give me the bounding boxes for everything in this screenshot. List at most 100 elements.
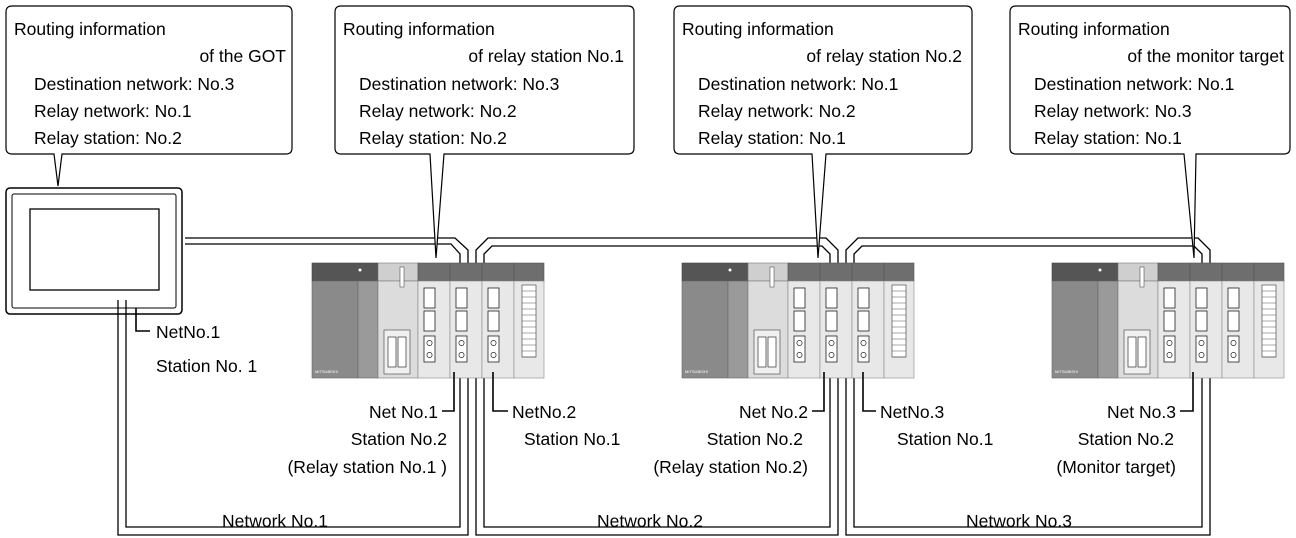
bubble-got-subtitle: of the GOT xyxy=(199,46,286,66)
port xyxy=(458,340,465,346)
plc-racks: MITSUBISHI MITSUBISHI MITSUBISHI xyxy=(311,262,1285,379)
cpu-top xyxy=(1117,262,1159,282)
port xyxy=(1230,340,1237,346)
port xyxy=(828,352,835,358)
plc2-labels: Net No.2 Station No.2 (Relay station No.… xyxy=(653,402,993,477)
bubble-got-line-3: Relay station: No.2 xyxy=(34,128,182,148)
network-loop-2 xyxy=(475,237,839,536)
bubble-monitor-line-3: Relay station: No.1 xyxy=(1034,128,1182,148)
connector xyxy=(793,287,806,309)
network-loop-1 xyxy=(117,237,469,536)
connector xyxy=(857,310,870,332)
plc1-right-station: Station No.1 xyxy=(524,429,620,449)
got-station-label-text: Station No. 1 xyxy=(156,356,257,376)
plc1-right-net: NetNo.2 xyxy=(512,402,576,422)
connector xyxy=(1195,310,1208,332)
label-leaders xyxy=(135,308,1194,412)
port xyxy=(860,352,867,358)
bubble-monitor-line-1: Destination network: No.1 xyxy=(1034,74,1234,94)
connector xyxy=(857,287,870,309)
plc3-left-station: Station No.2 xyxy=(1078,429,1174,449)
module-top-cap xyxy=(851,262,885,282)
port xyxy=(1230,352,1237,358)
io-top xyxy=(513,262,545,282)
connector xyxy=(455,287,468,309)
connector xyxy=(1163,335,1176,363)
got-net-label: NetNo.1 xyxy=(156,322,220,342)
network-loop-3 xyxy=(845,237,1211,536)
plc2-right-net: NetNo.3 xyxy=(880,402,944,422)
power-top xyxy=(311,262,379,282)
module-top-cap xyxy=(449,262,483,282)
got-to-network-cable xyxy=(117,300,127,314)
got-device xyxy=(5,187,183,315)
connector xyxy=(455,335,468,363)
plc2-left-net: Net No.2 xyxy=(739,402,808,422)
port xyxy=(796,352,803,358)
plc-rack-monitor-target: MITSUBISHI xyxy=(1051,262,1285,379)
bubble-monitor-target: Routing information of the monitor targe… xyxy=(1009,5,1291,259)
module-top-cap xyxy=(1221,262,1255,282)
module-top-cap xyxy=(481,262,515,282)
bubble-got-line-1: Destination network: No.3 xyxy=(34,74,234,94)
connector xyxy=(487,310,500,332)
brand-label: MITSUBISHI xyxy=(1055,369,1078,374)
module-top-cap xyxy=(417,262,451,282)
bubble-monitor-title: Routing information xyxy=(1018,19,1170,39)
port xyxy=(458,352,465,358)
module-top-cap xyxy=(787,262,821,282)
connector xyxy=(793,310,806,332)
power-top xyxy=(681,262,749,282)
port xyxy=(490,340,497,346)
network-3-label: Network No.3 xyxy=(966,511,1072,531)
connector xyxy=(1227,335,1240,363)
cpu-slot xyxy=(1127,336,1137,368)
plc3-left-role: (Monitor target) xyxy=(1056,457,1176,477)
connector xyxy=(825,310,838,332)
power-module xyxy=(311,280,359,379)
power-led xyxy=(728,268,732,272)
connector xyxy=(825,287,838,309)
power-led xyxy=(1098,268,1102,272)
module-top-cap xyxy=(1189,262,1223,282)
module-top-cap xyxy=(1157,262,1191,282)
plc1-left-role: (Relay station No.1 ) xyxy=(287,457,447,477)
connector xyxy=(1195,287,1208,309)
port xyxy=(828,340,835,346)
cpu-leds xyxy=(769,266,775,288)
connector xyxy=(793,335,806,363)
port xyxy=(860,340,867,346)
port xyxy=(490,352,497,358)
plc1-left-station: Station No.2 xyxy=(351,429,447,449)
plc1-labels: Net No.1 Station No.2 (Relay station No.… xyxy=(287,402,620,477)
bubble-relay-1-title: Routing information xyxy=(343,19,495,39)
power-module-side xyxy=(727,280,749,379)
plc2-right-station: Station No.1 xyxy=(897,429,993,449)
connector xyxy=(1163,287,1176,309)
plc-rack-relay-1: MITSUBISHI xyxy=(311,262,545,379)
connector xyxy=(1195,335,1208,363)
bubble-relay-1: Routing information of relay station No.… xyxy=(334,5,635,259)
bubble-got-line-2: Relay network: No.1 xyxy=(34,101,192,121)
bubble-relay-2-line-3: Relay station: No.1 xyxy=(698,128,846,148)
plc2-left-role: (Relay station No.2) xyxy=(653,457,808,477)
power-module-side xyxy=(357,280,379,379)
port xyxy=(426,340,433,346)
connector xyxy=(423,287,436,309)
brand-label: MITSUBISHI xyxy=(685,369,708,374)
cpu-leds xyxy=(399,266,405,288)
connector xyxy=(423,310,436,332)
got-station-label: NetNo.1 Station No. 1 xyxy=(156,322,257,376)
power-module xyxy=(681,280,729,379)
bubble-relay-1-line-1: Destination network: No.3 xyxy=(359,74,559,94)
bubble-got: Routing information of the GOT Destinati… xyxy=(5,5,293,187)
port xyxy=(796,340,803,346)
bubble-relay-1-subtitle: of relay station No.1 xyxy=(468,46,624,66)
plc1-left-net: Net No.1 xyxy=(369,402,438,422)
port xyxy=(426,352,433,358)
bubble-relay-2-line-1: Destination network: No.1 xyxy=(698,74,898,94)
network-2-label: Network No.2 xyxy=(597,511,703,531)
bubble-got-title: Routing information xyxy=(14,19,166,39)
io-top xyxy=(883,262,915,282)
bubble-relay-2-title: Routing information xyxy=(682,19,834,39)
